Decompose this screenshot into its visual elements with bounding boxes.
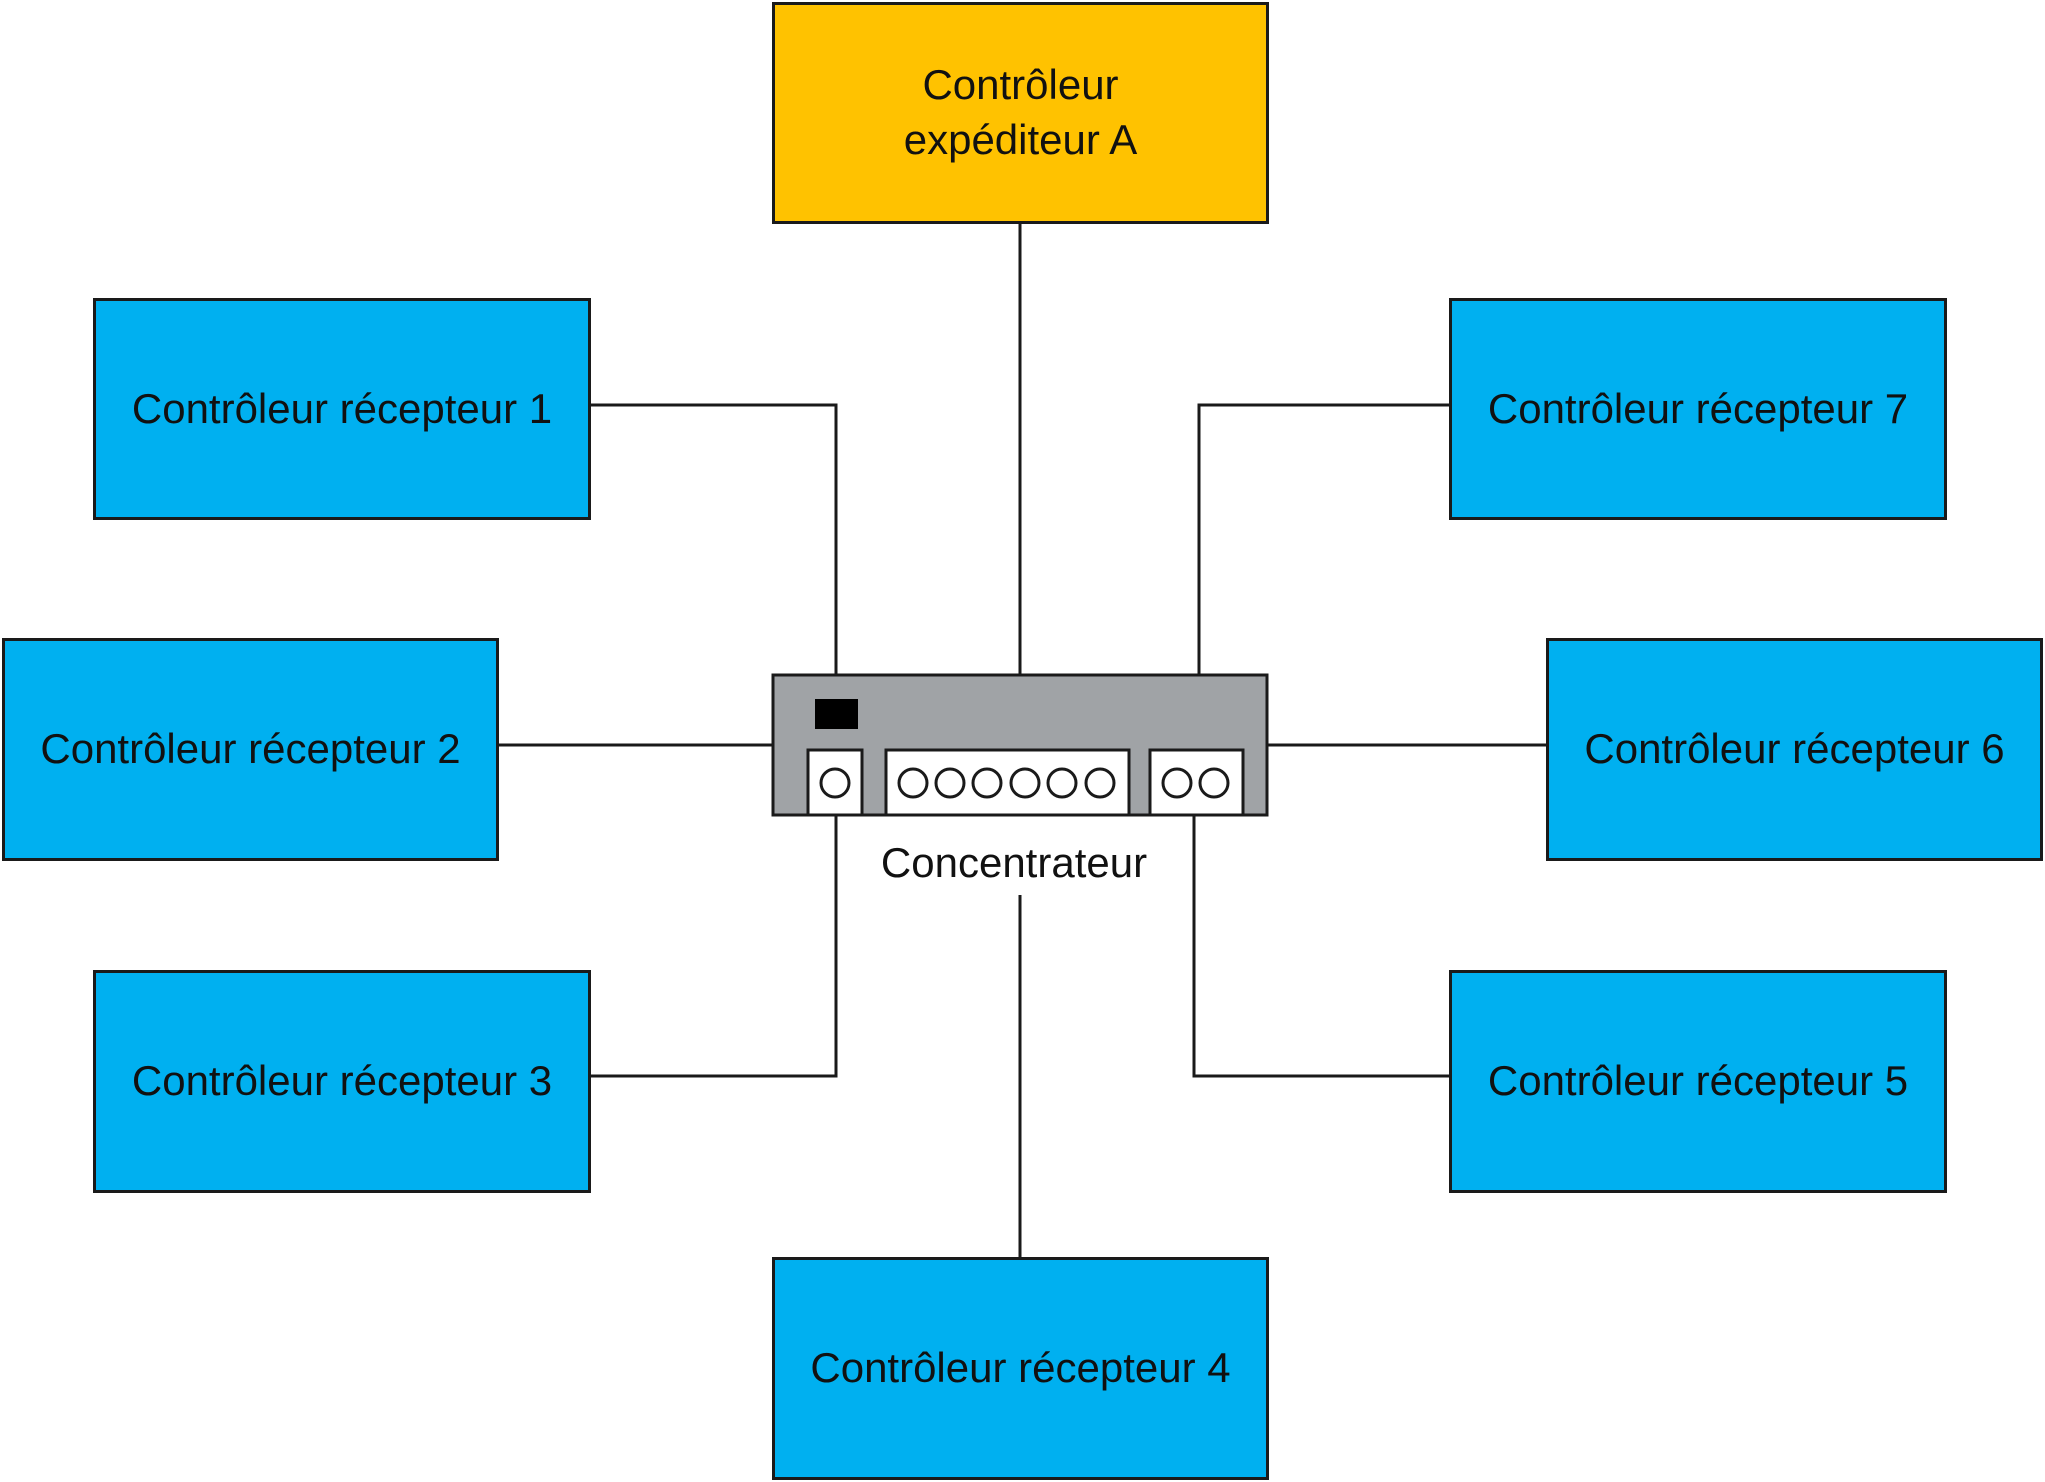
receiver-controller-4: Contrôleur récepteur 4 — [772, 1257, 1269, 1480]
sender-label: Contrôleur expéditeur A — [903, 61, 1138, 163]
receiver-controller-1: Contrôleur récepteur 1 — [93, 298, 591, 520]
hub-port-group-2 — [884, 748, 1131, 817]
hub-label: Concentrateur — [862, 836, 1166, 890]
hub-port — [1046, 767, 1078, 799]
link-receiver-3 — [590, 815, 838, 1078]
hub-port — [1009, 767, 1041, 799]
hub-port — [1084, 767, 1116, 799]
hub-port — [971, 767, 1003, 799]
hub-port — [1161, 767, 1193, 799]
hub-port — [819, 767, 851, 799]
receiver-label: Contrôleur récepteur 4 — [810, 1344, 1231, 1392]
hub-port — [934, 767, 966, 799]
receiver-label: Contrôleur récepteur 6 — [1584, 725, 2005, 773]
link-receiver-7 — [1197, 403, 1450, 675]
receiver-controller-2: Contrôleur récepteur 2 — [2, 638, 499, 861]
receiver-label: Contrôleur récepteur 1 — [131, 384, 553, 432]
hub-port — [1198, 767, 1230, 799]
receiver-controller-3: Contrôleur récepteur 3 — [93, 970, 591, 1193]
link-receiver-5 — [1192, 815, 1450, 1078]
receiver-controller-5: Contrôleur récepteur 5 — [1449, 970, 1947, 1193]
receiver-controller-6: Contrôleur récepteur 6 — [1546, 638, 2043, 861]
hub-port — [897, 767, 929, 799]
receiver-label: Contrôleur récepteur 5 — [1487, 1057, 1909, 1105]
receiver-label: Contrôleur récepteur 2 — [40, 725, 461, 773]
sender-controller-a: Contrôleur expéditeur A — [772, 2, 1269, 224]
receiver-label: Contrôleur récepteur 3 — [131, 1057, 553, 1105]
hub-indicator-light — [815, 699, 858, 729]
receiver-controller-7: Contrôleur récepteur 7 — [1449, 298, 1947, 520]
hub-port-group-1 — [806, 748, 864, 817]
receiver-label: Contrôleur récepteur 7 — [1487, 384, 1909, 432]
link-receiver-1 — [590, 403, 838, 675]
hub-device — [771, 673, 1269, 817]
hub-port-group-3 — [1148, 748, 1245, 817]
